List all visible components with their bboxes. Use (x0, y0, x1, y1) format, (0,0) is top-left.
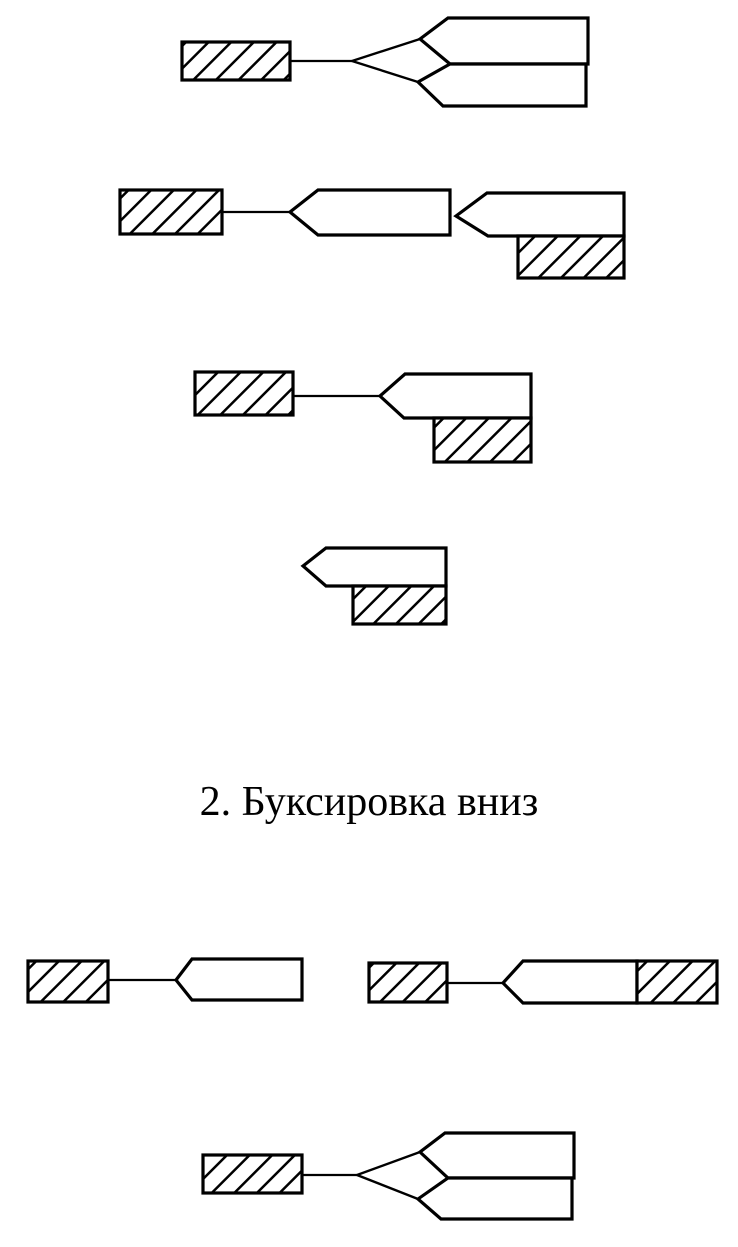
scheme-3 (193, 370, 533, 464)
tug-hatched (118, 188, 224, 236)
barge-upper (417, 1131, 576, 1180)
tug-hatched (180, 40, 292, 82)
tug-hatched-alongside (351, 584, 448, 626)
barge (500, 959, 639, 1005)
barge (287, 188, 452, 237)
section-title: 2. Буксировка вниз (199, 779, 539, 825)
barge-second (453, 191, 626, 238)
tug-hatched (367, 961, 449, 1004)
bridle-upper (356, 1150, 421, 1177)
scheme-6 (367, 959, 719, 1005)
bridle-upper (351, 37, 421, 63)
barge (377, 372, 533, 420)
barge-lower (415, 1176, 574, 1221)
bridle-lower (356, 1173, 419, 1201)
barge (173, 957, 304, 1002)
bridle-lower (351, 59, 419, 84)
tug-hatched (193, 370, 295, 417)
tug-hatched (201, 1153, 304, 1195)
scheme-2 (118, 188, 626, 280)
tug-hatched-alongside (432, 416, 533, 464)
scheme-5 (26, 957, 304, 1004)
barge (300, 546, 448, 588)
scheme-4 (300, 546, 448, 626)
scheme-7 (201, 1131, 576, 1221)
barge-upper (417, 16, 590, 66)
scheme-1 (180, 16, 590, 108)
tug-hatched-stern (635, 959, 719, 1005)
tug-hatched-alongside (516, 234, 626, 280)
barge-lower (415, 62, 588, 108)
tug-hatched (26, 959, 110, 1004)
